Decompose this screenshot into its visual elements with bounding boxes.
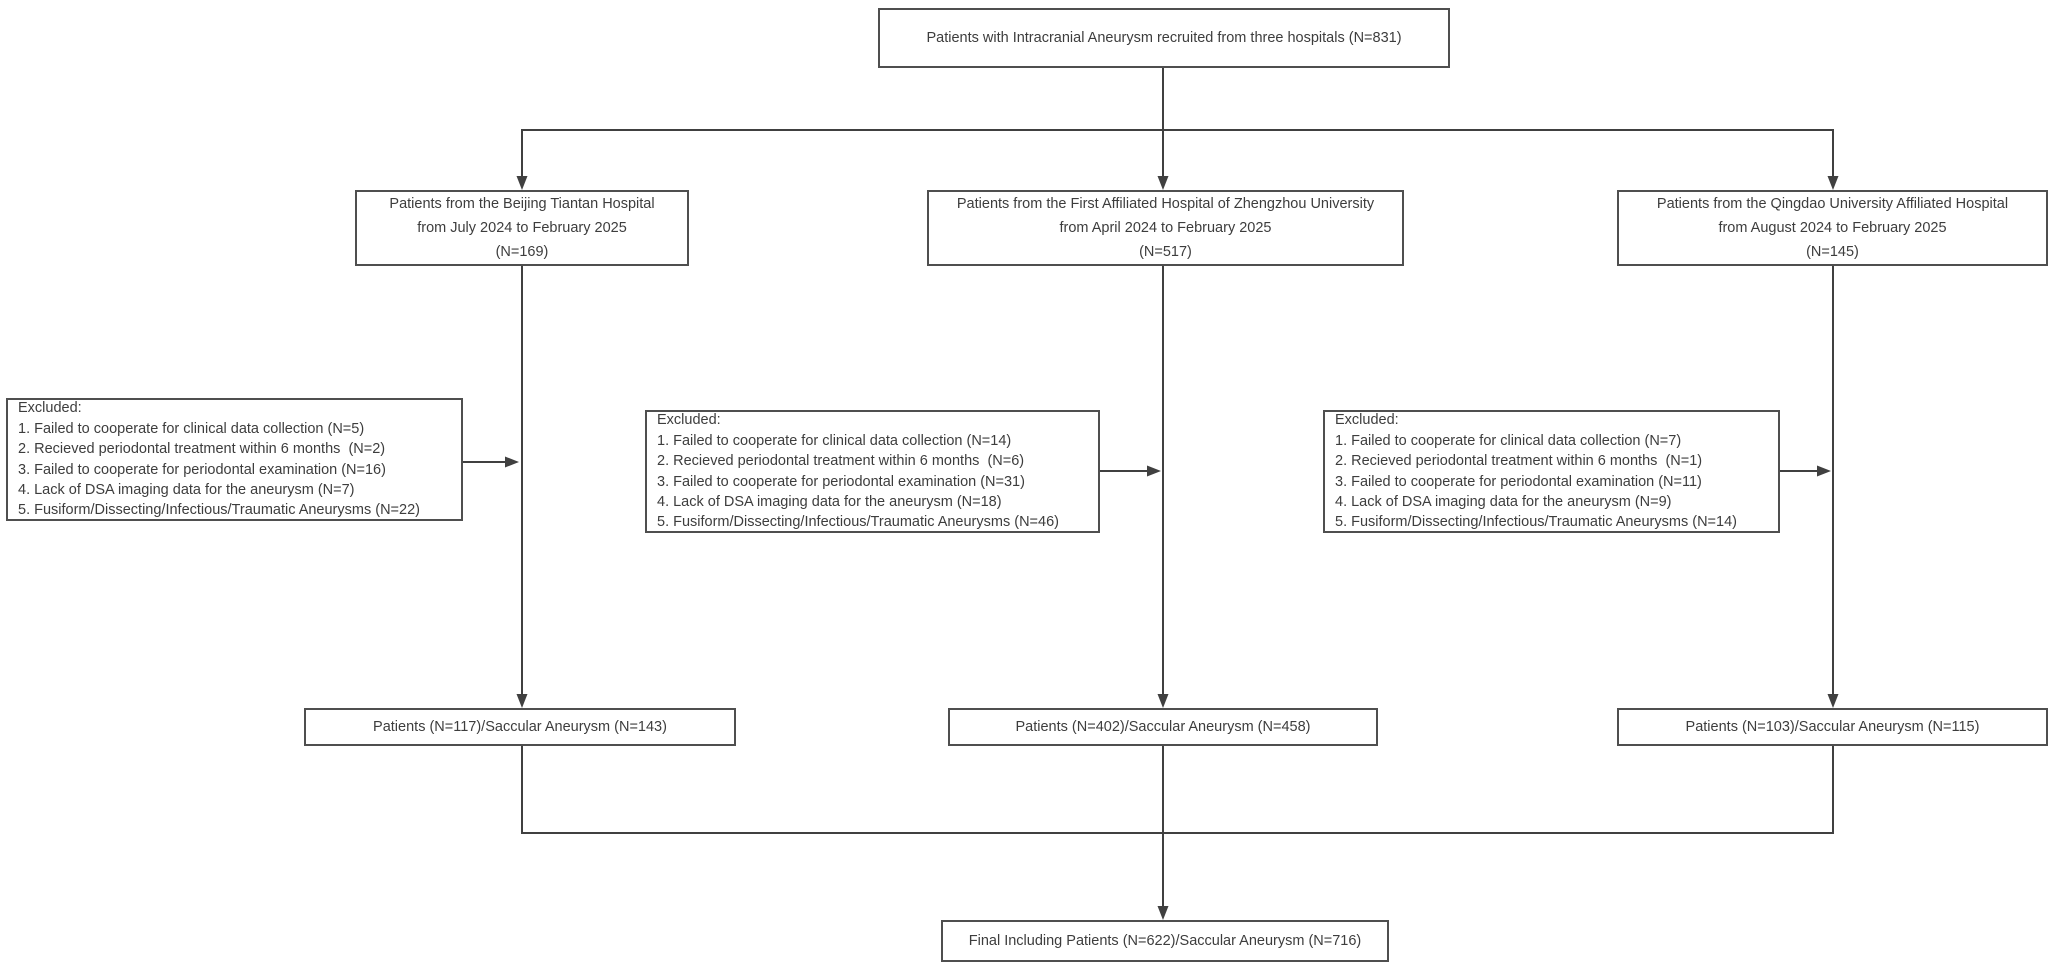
excluded-item-4: 4. Lack of DSA imaging data for the aneu… (18, 481, 355, 498)
excluded-item-1: 1. Failed to cooperate for clinical data… (18, 420, 365, 437)
connector-result-merge (521, 746, 1834, 920)
box-excluded-beijing-tiantan: Excluded: 1. Failed to cooperate for cli… (6, 398, 463, 521)
hospital-name: Patients from the Beijing Tiantan Hospit… (389, 196, 655, 212)
result-label: Patients (N=117)/Saccular Aneurysm (N=14… (373, 719, 667, 735)
excluded-title: Excluded: (18, 400, 82, 417)
final-included-label: Final Including Patients (N=622)/Saccula… (968, 933, 1362, 949)
box-result-zhengzhou: Patients (N=402)/Saccular Aneurysm (N=45… (948, 708, 1378, 746)
box-hospital-qingdao: Patients from the Qingdao University Aff… (1617, 190, 2048, 266)
excluded-item-2: 2. Recieved periodontal treatment within… (1335, 453, 1703, 470)
box-excluded-zhengzhou: Excluded: 1. Failed to cooperate for cli… (645, 410, 1100, 533)
excluded-item-2: 2. Recieved periodontal treatment within… (657, 453, 1025, 470)
result-label: Patients (N=402)/Saccular Aneurysm (N=45… (1015, 719, 1311, 735)
hospital-period: from July 2024 to February 2025 (417, 220, 627, 236)
hospital-count: (N=517) (1139, 244, 1192, 260)
result-label: Patients (N=103)/Saccular Aneurysm (N=11… (1685, 719, 1980, 735)
hospital-period: from April 2024 to February 2025 (1059, 220, 1272, 236)
connector-top-split (516, 68, 1839, 190)
excluded-item-3: 3. Failed to cooperate for periodontal e… (1335, 473, 1702, 490)
hospital-period: from August 2024 to February 2025 (1718, 220, 1947, 236)
box-result-qingdao: Patients (N=103)/Saccular Aneurysm (N=11… (1617, 708, 2048, 746)
connector-excluded-arrows (463, 456, 1831, 477)
excluded-item-5: 5. Fusiform/Dissecting/Infectious/Trauma… (657, 514, 1059, 531)
excluded-item-5: 5. Fusiform/Dissecting/Infectious/Trauma… (1335, 514, 1737, 531)
box-total-recruited: Patients with Intracranial Aneurysm recr… (878, 8, 1450, 68)
hospital-count: (N=169) (495, 244, 549, 260)
excluded-title: Excluded: (1335, 412, 1399, 429)
total-recruited-label: Patients with Intracranial Aneurysm recr… (926, 30, 1402, 46)
excluded-item-5: 5. Fusiform/Dissecting/Infectious/Trauma… (18, 502, 420, 519)
excluded-item-1: 1. Failed to cooperate for clinical data… (1335, 432, 1682, 449)
excluded-title: Excluded: (657, 412, 721, 429)
hospital-name: Patients from the Qingdao University Aff… (1656, 196, 2009, 212)
excluded-item-4: 4. Lack of DSA imaging data for the aneu… (657, 493, 1002, 510)
excluded-item-1: 1. Failed to cooperate for clinical data… (657, 432, 1012, 449)
box-hospital-zhengzhou: Patients from the First Affiliated Hospi… (927, 190, 1404, 266)
box-excluded-qingdao: Excluded: 1. Failed to cooperate for cli… (1323, 410, 1780, 533)
hospital-name: Patients from the First Affiliated Hospi… (956, 196, 1375, 212)
excluded-item-3: 3. Failed to cooperate for periodontal e… (18, 461, 386, 478)
connector-branch-to-result (516, 266, 1839, 708)
box-final-included: Final Including Patients (N=622)/Saccula… (941, 920, 1389, 962)
excluded-item-4: 4. Lack of DSA imaging data for the aneu… (1335, 493, 1672, 510)
hospital-count: (N=145) (1806, 244, 1859, 260)
box-result-beijing-tiantan: Patients (N=117)/Saccular Aneurysm (N=14… (304, 708, 736, 746)
box-hospital-beijing-tiantan: Patients from the Beijing Tiantan Hospit… (355, 190, 689, 266)
excluded-item-3: 3. Failed to cooperate for periodontal e… (657, 473, 1025, 490)
excluded-item-2: 2. Recieved periodontal treatment within… (18, 441, 386, 458)
